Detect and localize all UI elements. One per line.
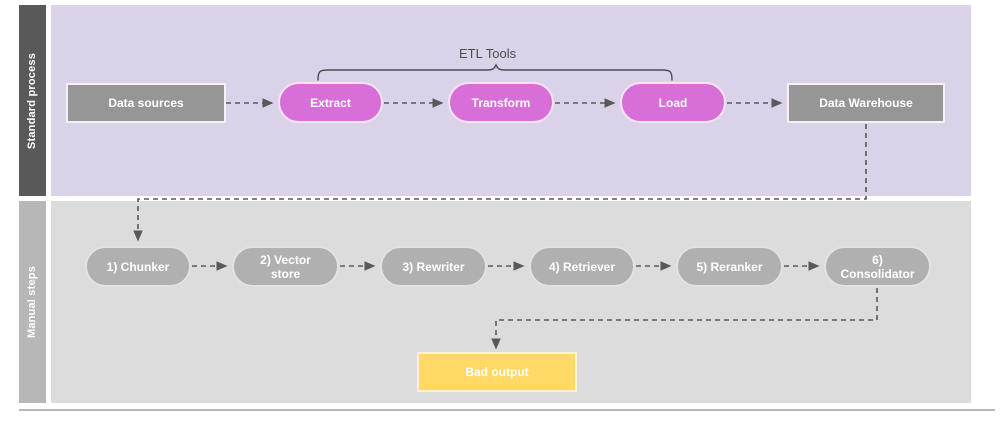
node-rewriter-label: 3) Rewriter (402, 259, 465, 274)
node-consolidator[interactable]: 6)Consolidator (824, 246, 931, 287)
node-extract[interactable]: Extract (278, 82, 383, 123)
etl-tools-label: ETL Tools (459, 46, 517, 61)
node-rewriter[interactable]: 3) Rewriter (380, 246, 487, 287)
node-chunker[interactable]: 1) Chunker (85, 246, 191, 287)
node-transform-label: Transform (471, 95, 531, 110)
lane-standard-process-label: Standard process (19, 5, 46, 196)
lane-standard-process-label-text: Standard process (26, 52, 39, 149)
node-load[interactable]: Load (620, 82, 726, 123)
node-load-label: Load (658, 95, 688, 110)
node-data-sources[interactable]: Data sources (66, 83, 226, 123)
node-consolidator-label: 6)Consolidator (840, 252, 915, 281)
node-retriever-label: 4) Retriever (548, 259, 616, 274)
node-reranker-label: 5) Reranker (696, 259, 763, 274)
node-bad-output-label: Bad output (465, 365, 529, 379)
node-data-warehouse[interactable]: Data Warehouse (787, 83, 945, 123)
bottom-divider (19, 409, 995, 411)
node-bad-output[interactable]: Bad output (417, 352, 577, 392)
lane-manual-steps-label-text: Manual steps (26, 265, 39, 339)
node-chunker-label: 1) Chunker (106, 259, 170, 274)
node-data-warehouse-label: Data Warehouse (819, 96, 913, 110)
lane-manual-steps-label: Manual steps (19, 201, 46, 403)
node-reranker[interactable]: 5) Reranker (676, 246, 783, 287)
node-extract-label: Extract (310, 95, 351, 110)
node-transform[interactable]: Transform (448, 82, 554, 123)
node-data-sources-label: Data sources (108, 96, 184, 110)
node-retriever[interactable]: 4) Retriever (529, 246, 635, 287)
